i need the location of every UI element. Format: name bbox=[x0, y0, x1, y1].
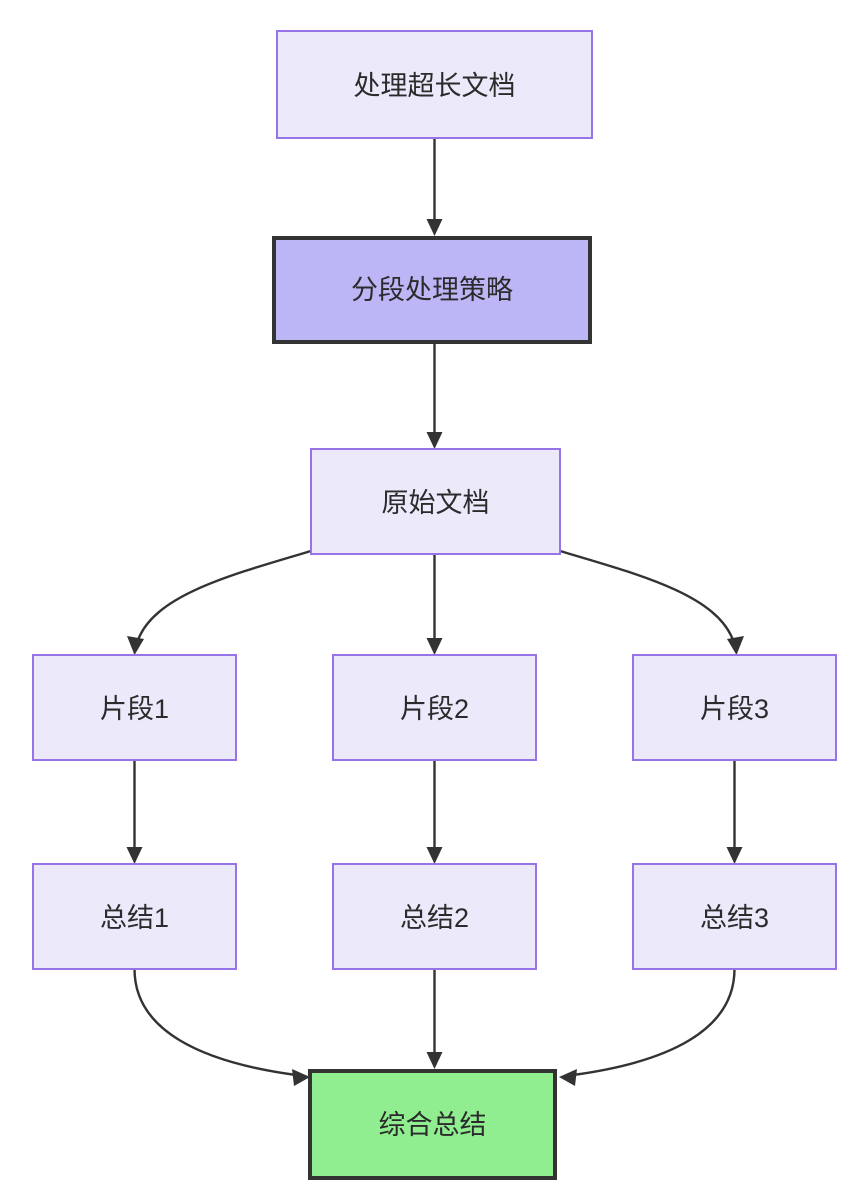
edge-line bbox=[133, 968, 297, 1077]
node-strategy[interactable]: 分段处理策略 bbox=[272, 236, 592, 344]
node-sum1-box[interactable] bbox=[32, 863, 237, 970]
node-chunk3-box[interactable] bbox=[632, 654, 837, 761]
arrowhead-icon bbox=[426, 1052, 443, 1069]
node-chunk1-label: 片段1 bbox=[100, 694, 169, 724]
edge-sum1-to-final bbox=[133, 968, 310, 1086]
node-chunk2-label: 片段2 bbox=[400, 694, 469, 724]
arrowhead-icon bbox=[559, 1069, 577, 1086]
node-strategy-label: 分段处理策略 bbox=[351, 275, 513, 305]
edge-chunk1-to-sum1 bbox=[126, 760, 143, 864]
node-final-box[interactable] bbox=[308, 1069, 557, 1180]
edge-line bbox=[559, 549, 735, 641]
node-sum3[interactable]: 总结3 bbox=[632, 863, 837, 970]
node-sum2-label: 总结2 bbox=[400, 903, 469, 933]
arrowhead-icon bbox=[126, 847, 143, 864]
edge-chunk3-to-sum3 bbox=[726, 760, 743, 864]
node-sum3-box[interactable] bbox=[632, 863, 837, 970]
node-final-label: 综合总结 bbox=[379, 1110, 487, 1140]
node-chunk1[interactable]: 片段1 bbox=[32, 654, 237, 761]
node-source[interactable]: 原始文档 bbox=[310, 448, 561, 555]
node-source-label: 原始文档 bbox=[382, 488, 490, 518]
node-strategy-box[interactable] bbox=[272, 236, 592, 344]
node-chunk1-box[interactable] bbox=[32, 654, 237, 761]
node-doc-label: 处理超长文档 bbox=[354, 71, 516, 101]
arrowhead-icon bbox=[727, 636, 744, 655]
edge-doc-to-strategy bbox=[426, 138, 443, 236]
node-chunk2[interactable]: 片段2 bbox=[332, 654, 537, 761]
edge-source-to-chunk2 bbox=[426, 554, 443, 655]
arrowhead-icon bbox=[127, 636, 144, 655]
node-doc-box[interactable] bbox=[276, 30, 593, 139]
node-sum1-label: 总结1 bbox=[100, 903, 169, 933]
node-sum2[interactable]: 总结2 bbox=[332, 863, 537, 970]
edge-source-to-chunk3 bbox=[559, 549, 744, 655]
arrowhead-icon bbox=[726, 847, 743, 864]
arrowhead-icon bbox=[426, 432, 443, 449]
node-doc[interactable]: 处理超长文档 bbox=[276, 30, 593, 139]
edge-layer bbox=[126, 138, 744, 1086]
node-final[interactable]: 综合总结 bbox=[308, 1069, 557, 1180]
node-chunk3[interactable]: 片段3 bbox=[632, 654, 837, 761]
node-chunk3-label: 片段3 bbox=[700, 694, 769, 724]
node-sum1[interactable]: 总结1 bbox=[32, 863, 237, 970]
arrowhead-icon bbox=[426, 638, 443, 655]
edge-line bbox=[572, 968, 736, 1077]
edge-chunk2-to-sum2 bbox=[426, 760, 443, 864]
node-layer: 处理超长文档 分段处理策略 原始文档 片段1 片段2 片段3 bbox=[32, 30, 837, 1180]
edge-strategy-to-source bbox=[426, 344, 443, 449]
arrowhead-icon bbox=[426, 847, 443, 864]
node-sum2-box[interactable] bbox=[332, 863, 537, 970]
edge-source-to-chunk1 bbox=[127, 549, 312, 655]
arrowhead-icon bbox=[426, 219, 443, 236]
arrowhead-icon bbox=[292, 1069, 310, 1086]
node-sum3-label: 总结3 bbox=[700, 903, 769, 933]
node-chunk2-box[interactable] bbox=[332, 654, 537, 761]
edge-line bbox=[136, 549, 312, 641]
edge-sum2-to-final bbox=[426, 969, 443, 1069]
edge-sum3-to-final bbox=[559, 968, 736, 1086]
node-source-box[interactable] bbox=[310, 448, 561, 555]
